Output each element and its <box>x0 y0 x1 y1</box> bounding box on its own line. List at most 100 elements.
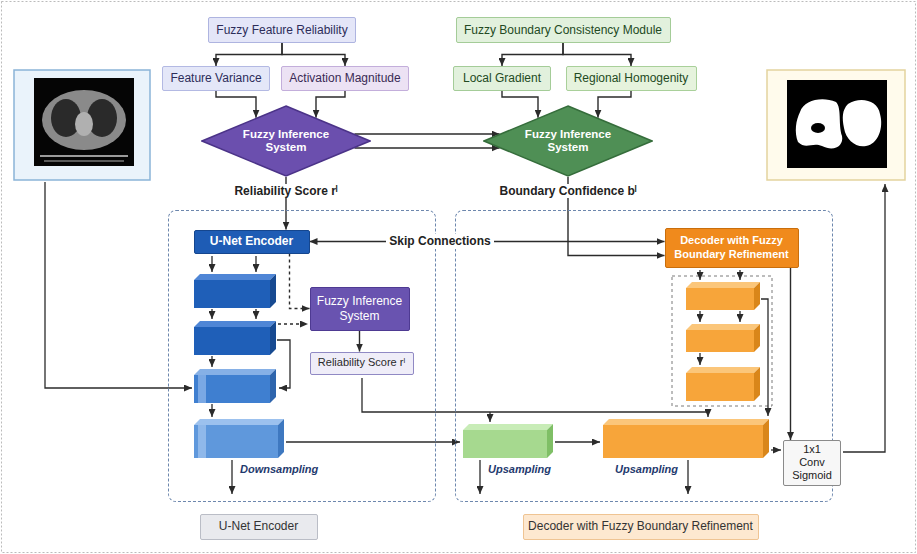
decision-diamond: Fuzzy Inference System <box>483 105 653 177</box>
flow-arrow <box>739 311 740 322</box>
mask-lung <box>843 100 881 146</box>
input-frame <box>14 70 150 180</box>
input-box: Activation Magnitude <box>281 66 409 91</box>
step-label: Downsampling <box>240 463 318 476</box>
step-label: Upsampling <box>615 463 678 476</box>
input-box: Feature Variance <box>162 66 270 91</box>
feature-block <box>198 425 206 458</box>
input-label: Local Gradient <box>463 71 541 85</box>
input-arrow <box>45 182 192 388</box>
flow-arrow <box>699 270 700 280</box>
feature-block <box>194 375 270 403</box>
process-box: U-Net Encoder <box>194 230 310 254</box>
process-box: Decoder with Fuzzy Boundary Refinement <box>665 228 799 268</box>
module-box: Fuzzy Boundary Consistency Module <box>456 17 671 43</box>
step-label: Upsampling <box>488 463 551 476</box>
down-arrow <box>687 460 688 494</box>
decision-diamond: Fuzzy Inference System <box>201 105 371 177</box>
connector <box>563 43 631 66</box>
module-box: Fuzzy Feature Reliability <box>208 17 356 43</box>
group-region: Decoder with Fuzzy Boundary RefinementDe… <box>455 210 833 502</box>
flow-arrow <box>277 340 290 388</box>
feature-block <box>547 424 553 458</box>
connector-label: Reliability Score rˡ <box>231 184 340 198</box>
ct-body <box>42 90 126 150</box>
feature-block <box>686 282 760 288</box>
diamond-label: Fuzzy Inference System <box>234 128 338 154</box>
connector <box>502 43 563 66</box>
connector <box>354 147 499 148</box>
diamond-outline <box>484 106 652 176</box>
reliability-wire <box>362 378 708 417</box>
diamond-label: Fuzzy Inference System <box>516 128 620 154</box>
flow-arrow <box>771 449 781 450</box>
flow-arrow <box>739 270 740 280</box>
down-arrow <box>479 460 480 494</box>
flow-arrow <box>278 323 308 324</box>
flow-arrow <box>211 404 212 417</box>
connector-label: Skip Connections <box>386 234 493 248</box>
group-caption: Decoder with Fuzzy Boundary Refinement <box>523 514 759 540</box>
connector <box>354 133 499 134</box>
mask-image <box>787 80 887 168</box>
connector <box>316 91 345 118</box>
feature-block <box>463 424 553 430</box>
feature-block <box>270 274 276 308</box>
feature-block <box>686 367 760 373</box>
feature-block <box>754 324 760 352</box>
ct-image <box>34 78 134 166</box>
flow-arrow <box>211 309 212 319</box>
reliability-wire <box>489 412 490 422</box>
feature-block <box>270 321 276 355</box>
feature-block <box>686 288 754 310</box>
flow-arrow <box>211 256 212 272</box>
feature-block <box>194 280 270 308</box>
feature-block <box>686 330 754 352</box>
connector <box>216 43 282 66</box>
score-box: Reliability Score rˡ <box>310 352 414 375</box>
feature-block <box>754 367 760 401</box>
output-arrow <box>843 184 885 452</box>
feature-block <box>194 274 276 280</box>
feature-block <box>754 282 760 310</box>
box-label: Fuzzy Inference System <box>317 294 403 323</box>
module-title: Fuzzy Boundary Consistency Module <box>464 23 662 37</box>
group-caption: U-Net Encoder <box>200 514 318 540</box>
feature-block <box>603 419 769 425</box>
flow-arrow <box>761 299 768 416</box>
feature-block <box>194 369 276 375</box>
flow-arrow <box>699 311 700 322</box>
ct-bed <box>40 155 128 157</box>
process-box: 1x1 Conv Sigmoid <box>783 440 841 486</box>
flow-arrow <box>255 309 256 319</box>
diamond-outline <box>202 106 370 176</box>
connector-label: Boundary Confidence bˡ <box>496 184 639 198</box>
block-group-outline <box>672 276 772 406</box>
group-region: U-Net EncoderU-Net EncoderFuzzy Inferenc… <box>168 210 436 502</box>
process-box: Fuzzy Inference System <box>310 287 410 331</box>
mask-hole <box>811 123 825 133</box>
module-title: Fuzzy Feature Reliability <box>216 23 347 37</box>
input-label: Activation Magnitude <box>289 71 400 85</box>
box-label: Decoder with Fuzzy Boundary Refinement <box>672 234 792 260</box>
flow-arrow <box>555 441 600 442</box>
feature-block <box>194 321 276 327</box>
input-box: Local Gradient <box>453 66 551 91</box>
box-label: U-Net Encoder <box>210 234 293 248</box>
output-frame <box>767 70 905 180</box>
flow-arrow <box>255 256 256 272</box>
input-label: Regional Homogenity <box>574 71 689 85</box>
feature-block <box>194 419 284 425</box>
connector <box>216 91 256 118</box>
feature-block <box>603 425 763 458</box>
feature-block <box>686 324 760 330</box>
box-label: Reliability Score rˡ <box>318 356 405 369</box>
connector <box>359 331 360 352</box>
flow-arrow <box>211 356 212 367</box>
feature-block <box>194 425 278 458</box>
connector <box>598 91 631 118</box>
flow-arrow <box>286 441 460 442</box>
ct-heart <box>75 112 93 136</box>
input-label: Feature Variance <box>170 71 261 85</box>
